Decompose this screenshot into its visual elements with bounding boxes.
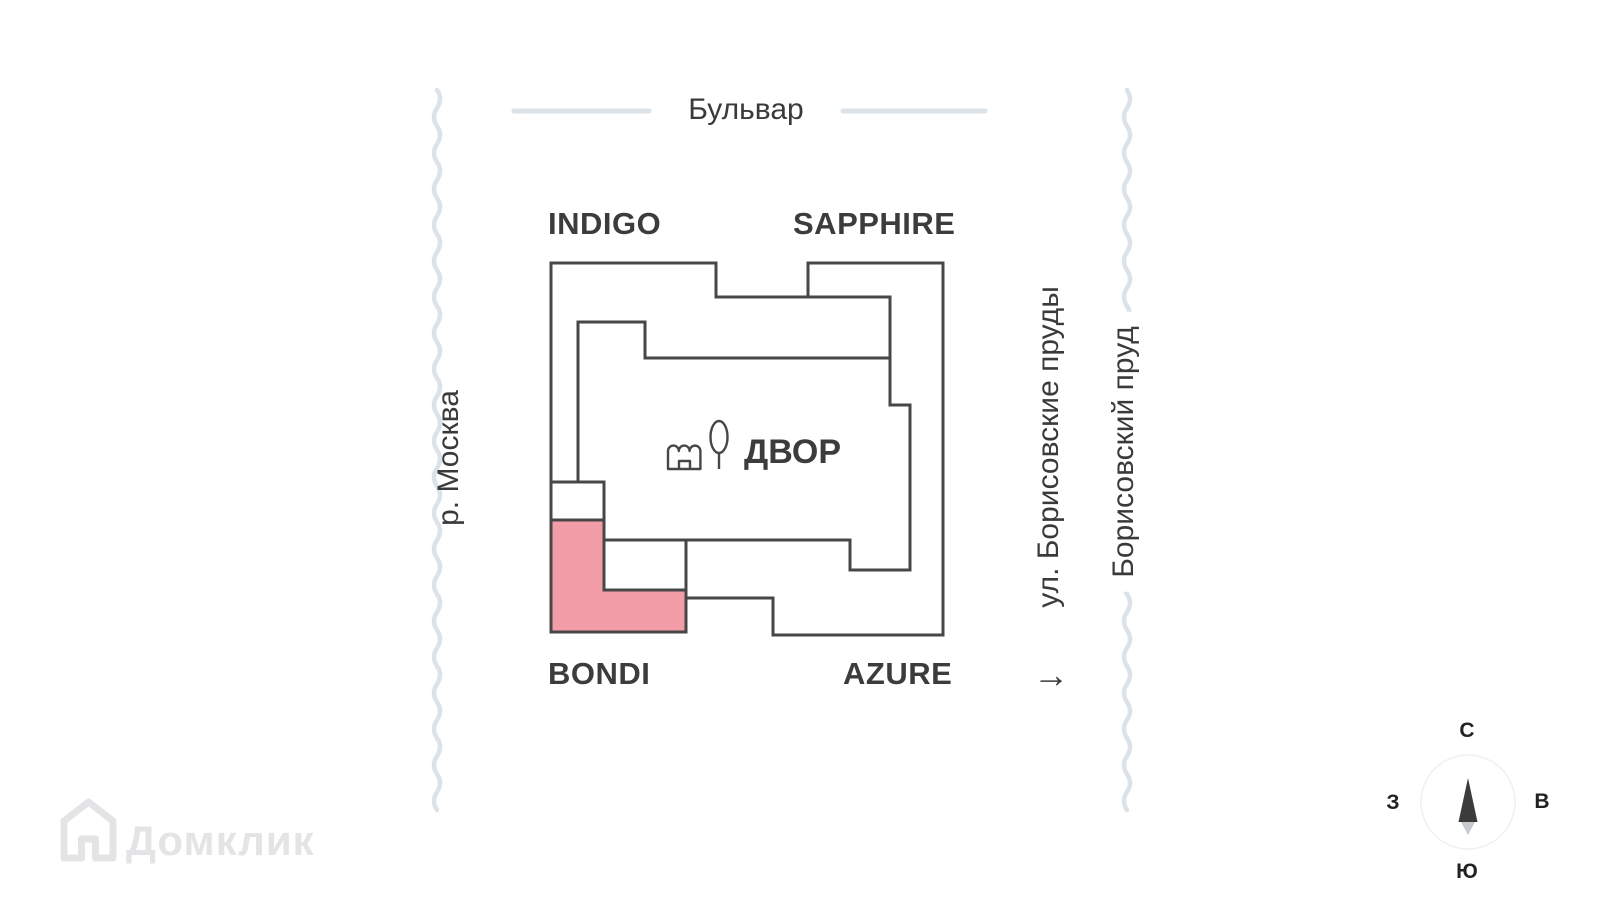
compass-south-label: Ю bbox=[1456, 860, 1478, 883]
compass-north-label: С bbox=[1459, 719, 1475, 742]
river-wavy-line bbox=[431, 87, 443, 813]
street-direction-arrow-icon: → bbox=[1033, 654, 1069, 695]
building-label-indigo: INDIGO bbox=[548, 206, 662, 241]
compass-east-label: В bbox=[1534, 790, 1550, 813]
courtyard-label: ДВОР bbox=[744, 433, 842, 471]
boulevard-label: Бульвар bbox=[688, 93, 804, 126]
watermark-text: Домклик bbox=[126, 817, 315, 864]
courtyard-tree-icon bbox=[709, 419, 729, 469]
watermark-house-icon bbox=[60, 798, 117, 862]
street-label: ул. Борисовские пруды bbox=[1032, 286, 1065, 608]
building-label-azure: AZURE bbox=[843, 656, 953, 691]
building-label-sapphire: SAPPHIRE bbox=[793, 206, 956, 241]
courtyard-kiosk-icon bbox=[666, 444, 702, 471]
compass bbox=[1420, 754, 1516, 850]
river-label: р. Москва bbox=[432, 390, 465, 526]
highlighted-building-bondi[interactable] bbox=[549, 518, 688, 634]
compass-west-label: З bbox=[1386, 791, 1400, 814]
pond-label: Борисовский пруд bbox=[1099, 312, 1149, 592]
building-label-bondi: BONDI bbox=[548, 656, 651, 691]
sapphire-inner-corner-line bbox=[808, 295, 892, 358]
compass-needle-icon bbox=[1458, 778, 1478, 835]
